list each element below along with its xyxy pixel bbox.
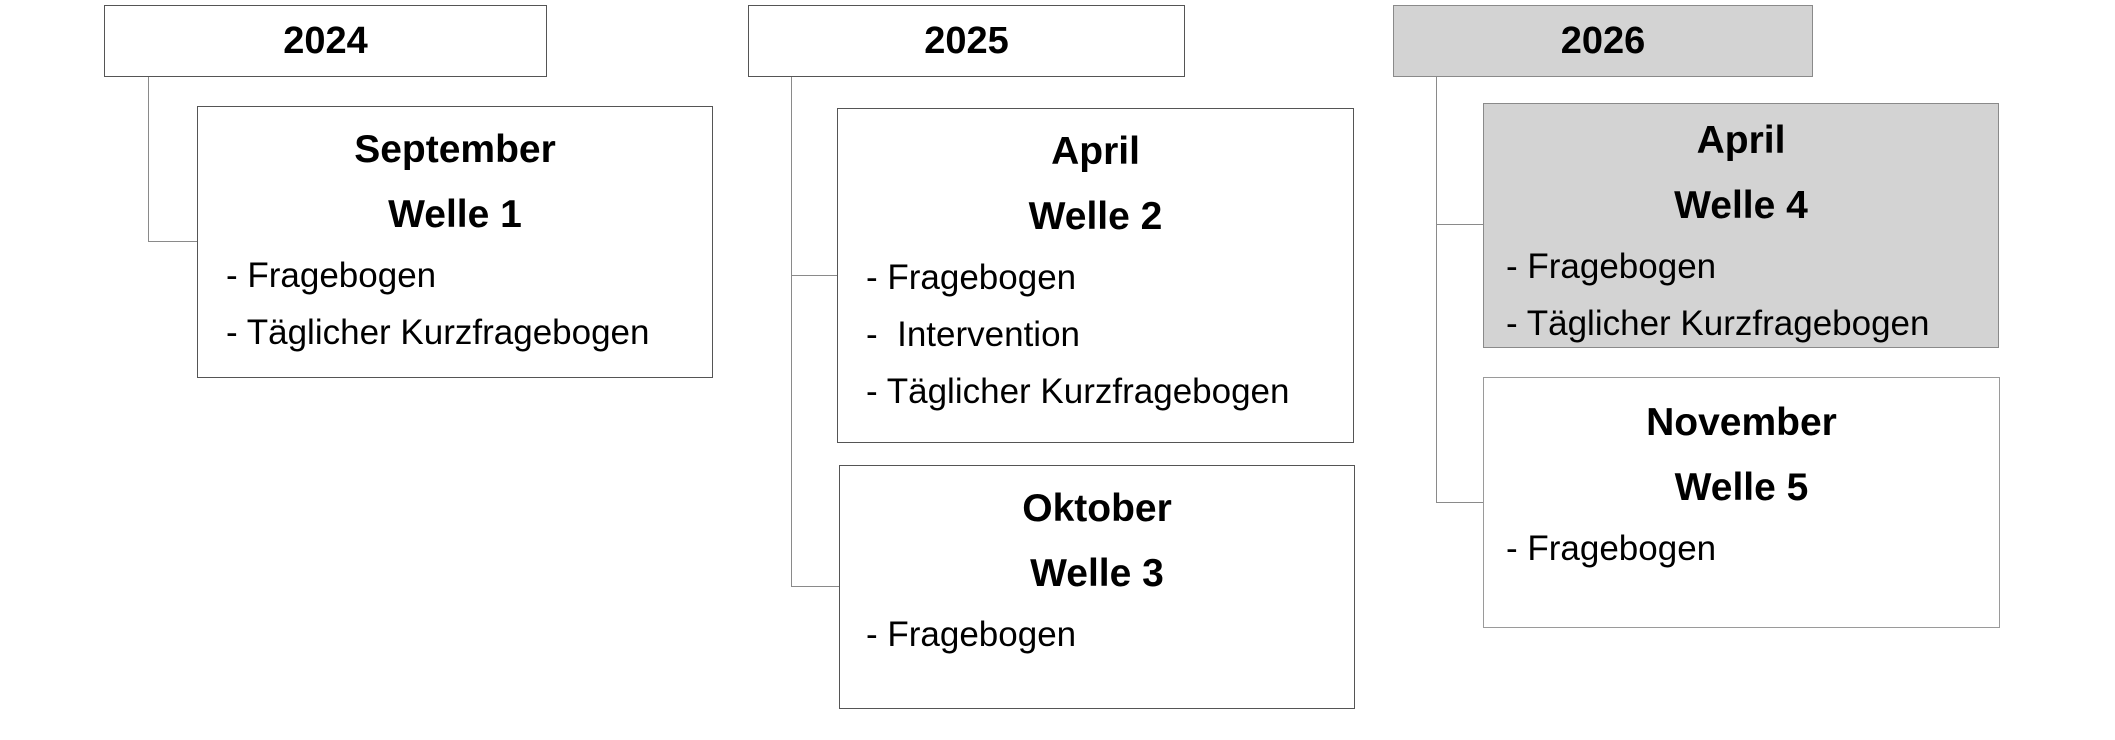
wave-item: - Täglicher Kurzfragebogen xyxy=(866,372,1290,411)
wave-number: Welle 4 xyxy=(1674,184,1808,227)
year-header-2026: 2026 xyxy=(1393,5,1813,77)
wave-number: Welle 3 xyxy=(1030,552,1164,595)
wave-number: Welle 2 xyxy=(1028,195,1163,238)
year-label: 2024 xyxy=(283,19,368,62)
wave-number: Welle 1 xyxy=(388,193,522,236)
wave-box-welle-4: April Welle 4 - Fragebogen - Täglicher K… xyxy=(1483,103,1999,348)
wave-month: April xyxy=(1696,119,1786,162)
wave-month: Oktober xyxy=(1022,487,1172,530)
wave-number: Welle 5 xyxy=(1674,466,1809,509)
wave-item: - Fragebogen xyxy=(1506,529,1717,568)
wave-month: April xyxy=(1051,130,1140,173)
wave-item: - Täglicher Kurzfragebogen xyxy=(1506,304,1930,343)
wave-box-welle-2: April Welle 2 - Fragebogen - Interventio… xyxy=(837,108,1354,443)
wave-item: - Fragebogen xyxy=(1506,247,1717,286)
wave-box-welle-1: September Welle 1 - Fragebogen - Täglich… xyxy=(197,106,713,378)
wave-item: - Intervention xyxy=(866,315,1080,354)
wave-item: - Fragebogen xyxy=(866,615,1077,654)
year-label: 2025 xyxy=(924,19,1009,62)
connector-2025-vertical xyxy=(791,77,792,587)
connector-2025-to-welle-3 xyxy=(791,586,840,587)
connector-2025-to-welle-2 xyxy=(791,275,838,276)
connector-2024-vertical xyxy=(148,77,149,242)
wave-month: September xyxy=(354,128,556,171)
wave-month: November xyxy=(1646,401,1837,444)
connector-2026-to-welle-4 xyxy=(1436,224,1484,225)
year-header-2025: 2025 xyxy=(748,5,1185,77)
year-label: 2026 xyxy=(1560,19,1646,62)
wave-item: - Täglicher Kurzfragebogen xyxy=(226,313,650,352)
connector-2026-vertical xyxy=(1436,77,1437,503)
wave-box-welle-5: November Welle 5 - Fragebogen xyxy=(1483,377,2000,628)
connector-2026-to-welle-5 xyxy=(1436,502,1484,503)
year-header-2024: 2024 xyxy=(104,5,547,77)
connector-2024-to-welle-1 xyxy=(148,241,198,242)
wave-box-welle-3: Oktober Welle 3 - Fragebogen xyxy=(839,465,1355,709)
wave-item: - Fragebogen xyxy=(226,256,437,295)
wave-item: - Fragebogen xyxy=(866,258,1077,297)
